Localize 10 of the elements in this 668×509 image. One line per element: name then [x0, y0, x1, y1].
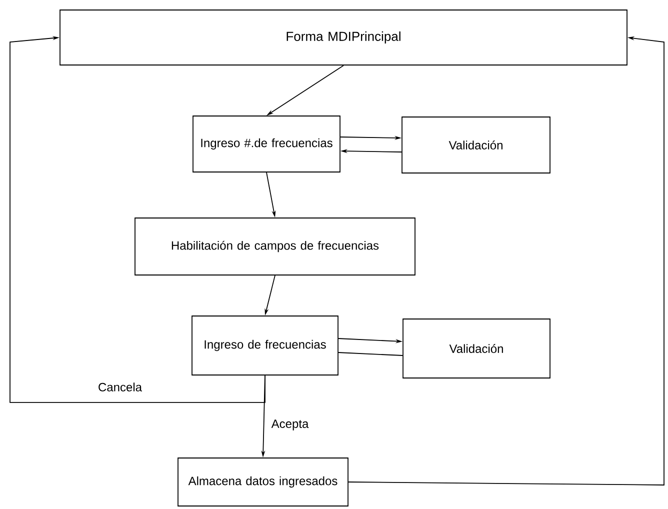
validation-box: Validación — [402, 318, 550, 378]
edge-label: Cancela — [97, 382, 144, 392]
process-box: Almacena datos ingresados — [178, 458, 348, 506]
process-box: Ingreso de frecuencias — [192, 316, 338, 376]
arrow — [10, 36, 266, 403]
form-box: Forma MDIPrincipal — [60, 10, 628, 66]
edge-label: Acepta — [270, 418, 310, 432]
process-box: Ingreso #.de frecuencias — [192, 116, 340, 172]
validation-box: Validación — [402, 116, 550, 174]
process-box: Habilitación de campos de frecuencias — [134, 218, 416, 276]
